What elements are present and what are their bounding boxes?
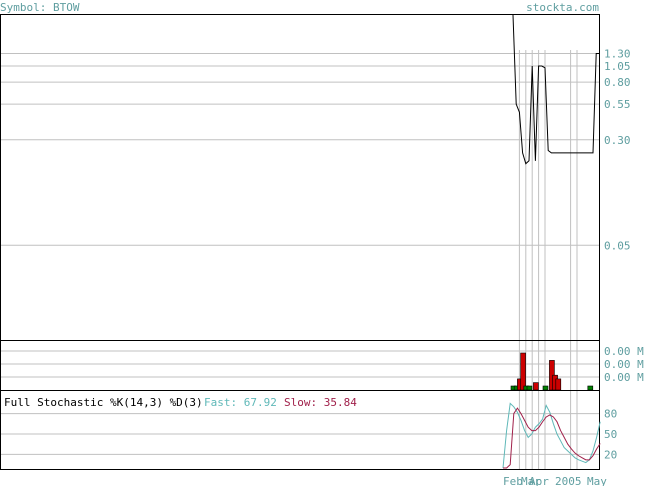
x-tick-label: Apr (529, 475, 549, 486)
price-tick-label: 0.30 (604, 134, 631, 147)
volume-bar (526, 385, 533, 391)
price-tick-label: 0.55 (604, 98, 631, 111)
stochastic-slow-label: Slow: 35.84 (284, 396, 357, 409)
price-tick-label: 0.80 (604, 76, 631, 89)
stochastic-title: Full Stochastic %K(14,3) %D(3) (4, 396, 203, 409)
stochastic-tick-label: 20 (604, 448, 617, 461)
price-series (512, 14, 600, 165)
volume-bar (587, 385, 594, 391)
stochastic-tick-label: 80 (604, 408, 617, 421)
price-tick-label: 1.05 (604, 60, 631, 73)
stochastic-series (502, 402, 601, 469)
volume-panel-frame (0, 340, 600, 391)
volume-tick-label: 0.00 M (604, 371, 644, 384)
stochastic-tick-label: 50 (604, 428, 617, 441)
stochastic-fast-line (502, 402, 601, 469)
volume-series (510, 352, 594, 391)
volume-bar (520, 352, 526, 391)
x-tick-label: Mar (521, 475, 541, 486)
stochastic-fast-label: Fast: 67.92 (204, 396, 277, 409)
price-panel-frame (0, 14, 600, 341)
volume-tick-label: 0.00 M (604, 358, 644, 371)
stochastic-slow-line (503, 407, 601, 469)
price-tick-label: 0.05 (604, 239, 631, 252)
x-tick-label: 2005 (555, 475, 582, 486)
grid-lines (1, 50, 599, 469)
x-tick-label: Feb (503, 475, 523, 486)
volume-bar (555, 378, 562, 391)
axis-labels: 1.301.050.800.550.300.050.00 M0.00 M0.00… (503, 47, 644, 488)
price-tick-label: 1.30 (604, 47, 631, 60)
site-label: stockta.com (526, 1, 599, 14)
volume-bar (533, 382, 539, 391)
volume-tick-label: 0.00 M (604, 345, 644, 358)
x-tick-label: May (587, 475, 607, 486)
stochastic-panel-frame (0, 390, 600, 470)
volume-bar (542, 385, 549, 391)
symbol-label: Symbol: BTOW (0, 1, 80, 14)
price-line (512, 14, 600, 165)
